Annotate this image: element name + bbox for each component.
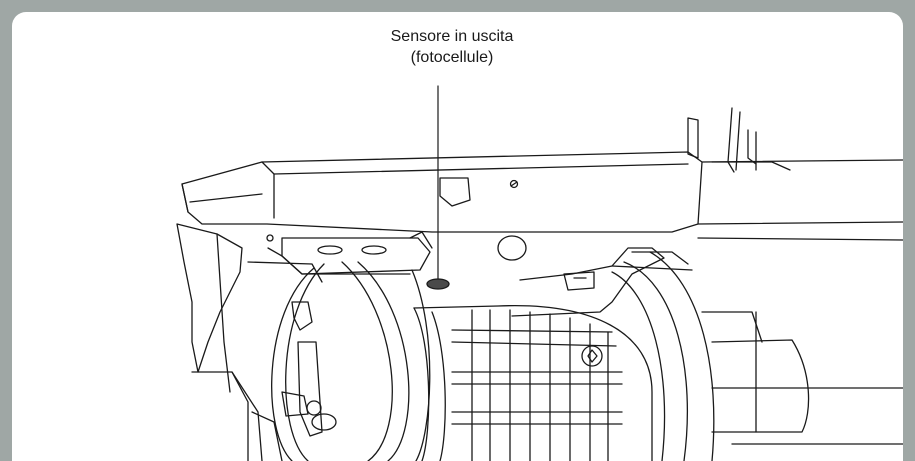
upper-bracket: [267, 231, 433, 275]
callout-line-2: (fotocellule): [410, 49, 494, 66]
right-drum: [611, 251, 903, 461]
lower-left-supports: [191, 371, 283, 461]
diagram-panel: Sensore in uscita (fotocellule): [12, 12, 903, 461]
sensor-photocell: [426, 278, 450, 290]
center-roller: [413, 305, 653, 461]
cover-plate: [181, 151, 903, 241]
mechanism-drawing: [176, 85, 903, 461]
callout-label: Sensore in uscita (fotocellule): [302, 26, 602, 68]
right-bracket: [511, 247, 693, 317]
callout-line-1: Sensore in uscita: [390, 28, 514, 45]
round-hole: [497, 235, 527, 261]
top-right-posts: [687, 107, 791, 173]
left-frame: [176, 223, 323, 461]
left-drum: [271, 261, 431, 461]
